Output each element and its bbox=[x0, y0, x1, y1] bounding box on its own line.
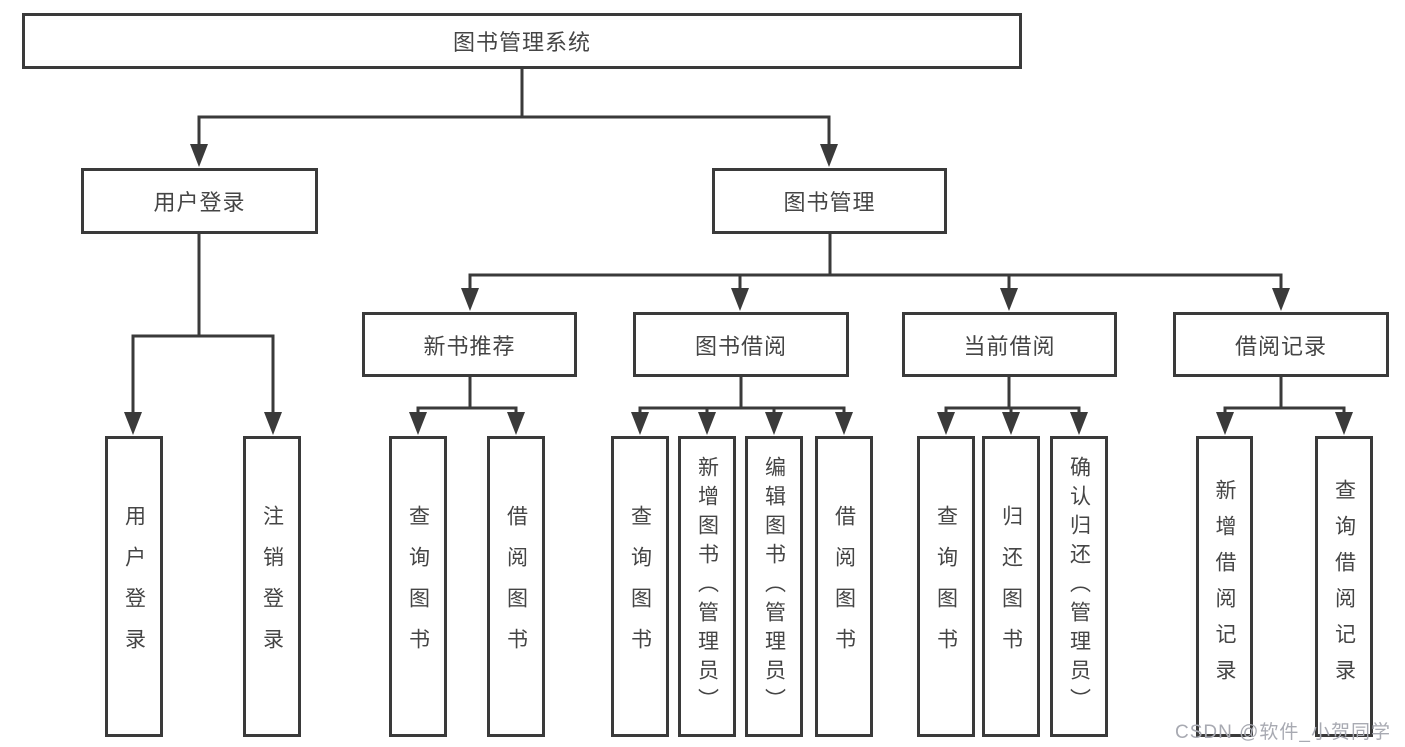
csdn-watermark: CSDN @软件_小贺同学 bbox=[1175, 722, 1391, 743]
node-current-borrowing: 当前借阅 bbox=[902, 312, 1117, 377]
leaf-query-books-newrec: 查询图书 bbox=[389, 436, 447, 737]
leaf-borrow-books-label: 借阅图书 bbox=[832, 504, 856, 669]
leaf-user-login-label: 用户登录 bbox=[122, 504, 146, 669]
connector-level3-rail bbox=[468, 273, 1283, 292]
node-book-management: 图书管理 bbox=[712, 168, 947, 234]
leaf-borrow-books: 借阅图书 bbox=[815, 436, 873, 737]
leaf-edit-books-admin: 编辑图书（管理员） bbox=[745, 436, 803, 737]
leaf-query-books-borrow-label: 查询图书 bbox=[628, 504, 652, 669]
leaf-logout: 注销登录 bbox=[243, 436, 301, 737]
connector-newbook-rail bbox=[416, 406, 518, 416]
leaf-confirm-return-admin: 确认归还（管理员） bbox=[1050, 436, 1108, 737]
leaf-borrow-books-newrec-label: 借阅图书 bbox=[504, 504, 528, 669]
leaf-add-borrow-record: 新增借阅记录 bbox=[1196, 436, 1253, 737]
leaf-return-books-label: 归还图书 bbox=[999, 504, 1023, 669]
leaf-confirm-return-admin-label: 确认归还（管理员） bbox=[1067, 456, 1091, 717]
node-user-login-label: 用户登录 bbox=[153, 190, 246, 215]
node-root-label: 图书管理系统 bbox=[452, 30, 591, 55]
node-borrowing-records-label: 借阅记录 bbox=[1234, 333, 1327, 359]
leaf-edit-books-admin-label: 编辑图书（管理员） bbox=[762, 456, 786, 717]
arrowheads bbox=[124, 144, 1353, 435]
leaf-add-borrow-record-label: 新增借阅记录 bbox=[1213, 478, 1236, 695]
leaf-query-borrow-record-label: 查询借阅记录 bbox=[1332, 478, 1356, 695]
leaf-query-books-newrec-label: 查询图书 bbox=[406, 504, 430, 669]
node-borrowing-records: 借阅记录 bbox=[1173, 312, 1389, 377]
node-user-login: 用户登录 bbox=[81, 168, 318, 234]
node-new-book-recommend-label: 新书推荐 bbox=[423, 333, 516, 359]
leaf-query-books-borrow: 查询图书 bbox=[611, 436, 669, 737]
leaf-return-books: 归还图书 bbox=[982, 436, 1040, 737]
node-book-borrowing-label: 图书借阅 bbox=[694, 333, 787, 359]
node-new-book-recommend: 新书推荐 bbox=[362, 312, 577, 377]
connector-borrowrec-rail bbox=[1223, 406, 1346, 416]
leaf-add-books-admin-label: 新增图书（管理员） bbox=[695, 456, 719, 717]
connector-bookborrow-rail bbox=[638, 406, 846, 416]
leaf-logout-label: 注销登录 bbox=[260, 504, 284, 669]
node-current-borrowing-label: 当前借阅 bbox=[963, 333, 1056, 359]
leaf-query-books-current: 查询图书 bbox=[917, 436, 975, 737]
leaf-user-login: 用户登录 bbox=[105, 436, 163, 737]
connector-userlogin-rail bbox=[131, 334, 275, 414]
leaf-borrow-books-newrec: 借阅图书 bbox=[487, 436, 545, 737]
node-root-system: 图书管理系统 bbox=[22, 13, 1022, 69]
leaf-query-books-current-label: 查询图书 bbox=[934, 504, 958, 669]
node-book-management-label: 图书管理 bbox=[783, 190, 876, 215]
leaf-add-books-admin: 新增图书（管理员） bbox=[678, 436, 736, 737]
leaf-query-borrow-record: 查询借阅记录 bbox=[1315, 436, 1373, 737]
node-book-borrowing: 图书借阅 bbox=[633, 312, 849, 377]
connector-level2-rail bbox=[197, 115, 831, 146]
